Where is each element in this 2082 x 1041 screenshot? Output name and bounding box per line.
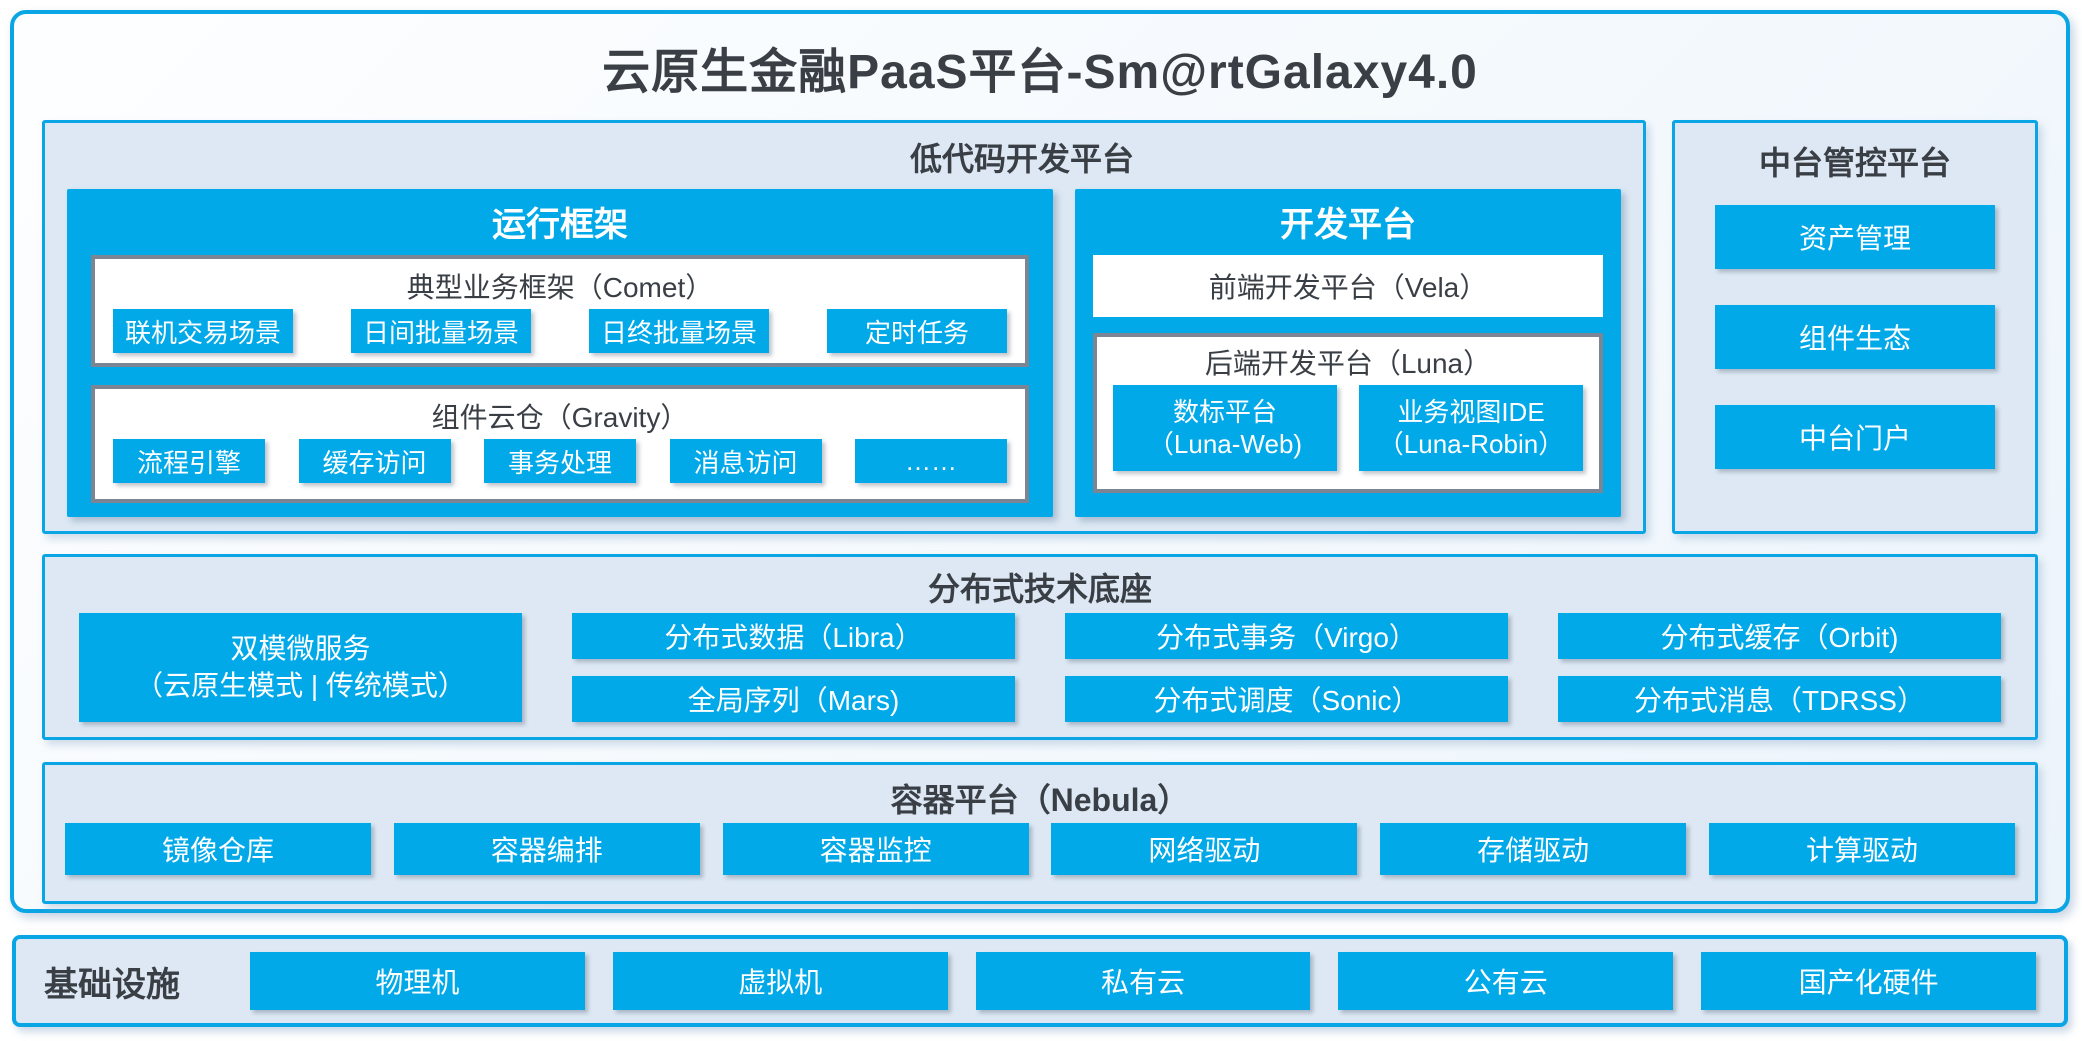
container-platform-items: 镜像仓库 容器编排 容器监控 网络驱动 存储驱动 计算驱动 bbox=[65, 823, 2015, 875]
container-orchestration-block: 容器编排 bbox=[393, 823, 700, 875]
luna-web-name: 数标平台 bbox=[1172, 396, 1277, 427]
mid-platform-items: 资产管理 组件生态 中台门户 bbox=[1715, 205, 1995, 469]
luna-web-code: （Luna-Web) bbox=[1147, 429, 1303, 459]
low-code-platform-section: 低代码开发平台 运行框架 典型业务框架（Comet） 联机交易场景 日间批量场景… bbox=[42, 120, 1646, 534]
global-sequence-block: 全局序列（Mars) bbox=[572, 676, 1015, 722]
top-row: 低代码开发平台 运行框架 典型业务框架（Comet） 联机交易场景 日间批量场景… bbox=[42, 120, 2038, 534]
dev-platform-title: 开发平台 bbox=[1280, 206, 1416, 244]
container-platform-section: 容器平台（Nebula） 镜像仓库 容器编排 容器监控 网络驱动 存储驱动 计算… bbox=[42, 762, 2038, 904]
gravity-component-block: 消息访问 bbox=[669, 439, 822, 483]
dual-mode-line1: 双模微服务 bbox=[230, 633, 371, 665]
mid-platform-section: 中台管控平台 资产管理 组件生态 中台门户 bbox=[1672, 120, 2038, 534]
infrastructure-header: 基础设施 bbox=[44, 965, 180, 1004]
distributed-scheduling-block: 分布式调度（Sonic） bbox=[1065, 676, 1508, 722]
dual-mode-microservice-block: 双模微服务 （云原生模式 | 传统模式） bbox=[79, 613, 522, 722]
gravity-component-block: 事务处理 bbox=[484, 439, 636, 483]
gravity-items-row: 流程引擎 缓存访问 事务处理 消息访问 …… bbox=[109, 439, 1011, 483]
comet-scenario-block: 日终批量场景 bbox=[589, 309, 769, 353]
distributed-data-block: 分布式数据（Libra） bbox=[572, 613, 1015, 659]
gravity-component-block: 流程引擎 bbox=[113, 439, 265, 483]
gravity-warehouse-title: 组件云仓（Gravity） bbox=[431, 402, 689, 433]
domestic-hardware-block: 国产化硬件 bbox=[1701, 952, 2036, 1010]
luna-backend-title: 后端开发平台（Luna） bbox=[1204, 348, 1492, 379]
distributed-base-header: 分布式技术底座 bbox=[927, 571, 1152, 607]
public-cloud-block: 公有云 bbox=[1338, 952, 1674, 1010]
gravity-component-block: 缓存访问 bbox=[298, 439, 451, 483]
luna-robin-block: 业务视图IDE （Luna-Robin） bbox=[1359, 385, 1583, 471]
mid-platform-header: 中台管控平台 bbox=[1758, 145, 1951, 181]
diagram-container: 云原生金融PaaS平台-Sm@rtGalaxy4.0 低代码开发平台 运行框架 … bbox=[10, 10, 2070, 913]
luna-robin-code: （Luna-Robin） bbox=[1377, 429, 1565, 459]
runtime-framework-panel: 运行框架 典型业务框架（Comet） 联机交易场景 日间批量场景 日终批量场景 … bbox=[67, 189, 1053, 517]
runtime-framework-title: 运行框架 bbox=[492, 206, 628, 244]
distributed-grid: 双模微服务 （云原生模式 | 传统模式） 分布式数据（Libra） 分布式事务（… bbox=[79, 613, 2001, 722]
comet-framework-title: 典型业务框架（Comet） bbox=[406, 272, 714, 303]
gravity-component-block-ellipsis: …… bbox=[855, 439, 1007, 483]
dev-platform-panel: 开发平台 前端开发平台（Vela） 后端开发平台（Luna） 数标平台 （Lun… bbox=[1075, 189, 1621, 517]
distributed-base-section: 分布式技术底座 双模微服务 （云原生模式 | 传统模式） 分布式数据（Libra… bbox=[42, 554, 2038, 740]
physical-machine-block: 物理机 bbox=[250, 952, 585, 1010]
container-monitoring-block: 容器监控 bbox=[722, 823, 1029, 875]
comet-scenario-block: 日间批量场景 bbox=[351, 309, 531, 353]
infrastructure-section: 基础设施 物理机 虚拟机 私有云 公有云 国产化硬件 bbox=[12, 935, 2068, 1027]
network-driver-block: 网络驱动 bbox=[1051, 823, 1358, 875]
distributed-message-block: 分布式消息（TDRSS） bbox=[1558, 676, 2001, 722]
gravity-warehouse-box: 组件云仓（Gravity） 流程引擎 缓存访问 事务处理 消息访问 …… bbox=[91, 385, 1029, 503]
page-title: 云原生金融PaaS平台-Sm@rtGalaxy4.0 bbox=[602, 46, 1478, 99]
luna-web-block: 数标平台 （Luna-Web) bbox=[1113, 385, 1337, 471]
luna-backend-box: 后端开发平台（Luna） 数标平台 （Luna-Web) 业务视图IDE （Lu… bbox=[1093, 333, 1603, 493]
dual-mode-line2: （云原生模式 | 传统模式） bbox=[135, 669, 466, 701]
low-code-platform-header: 低代码开发平台 bbox=[909, 141, 1134, 177]
container-platform-header: 容器平台（Nebula） bbox=[890, 782, 1190, 818]
mid-platform-portal-block: 中台门户 bbox=[1715, 405, 1995, 469]
distributed-cache-block: 分布式缓存（Orbit) bbox=[1558, 613, 2001, 659]
comet-scenario-block: 定时任务 bbox=[827, 309, 1007, 353]
comet-items-row: 联机交易场景 日间批量场景 日终批量场景 定时任务 bbox=[109, 309, 1011, 353]
storage-driver-block: 存储驱动 bbox=[1380, 823, 1687, 875]
luna-robin-name: 业务视图IDE bbox=[1397, 396, 1545, 427]
distributed-transaction-block: 分布式事务（Virgo） bbox=[1065, 613, 1508, 659]
comet-scenario-block: 联机交易场景 bbox=[113, 309, 293, 353]
private-cloud-block: 私有云 bbox=[975, 952, 1311, 1010]
low-code-panels: 运行框架 典型业务框架（Comet） 联机交易场景 日间批量场景 日终批量场景 … bbox=[67, 189, 1621, 517]
component-ecosystem-block: 组件生态 bbox=[1715, 305, 1995, 369]
comet-framework-box: 典型业务框架（Comet） 联机交易场景 日间批量场景 日终批量场景 定时任务 bbox=[91, 255, 1029, 367]
virtual-machine-block: 虚拟机 bbox=[612, 952, 948, 1010]
asset-management-block: 资产管理 bbox=[1715, 205, 1995, 269]
compute-driver-block: 计算驱动 bbox=[1708, 823, 2015, 875]
image-registry-block: 镜像仓库 bbox=[65, 823, 371, 875]
vela-frontend-box: 前端开发平台（Vela） bbox=[1093, 255, 1603, 317]
luna-items-row: 数标平台 （Luna-Web) 业务视图IDE （Luna-Robin） bbox=[1113, 385, 1583, 471]
